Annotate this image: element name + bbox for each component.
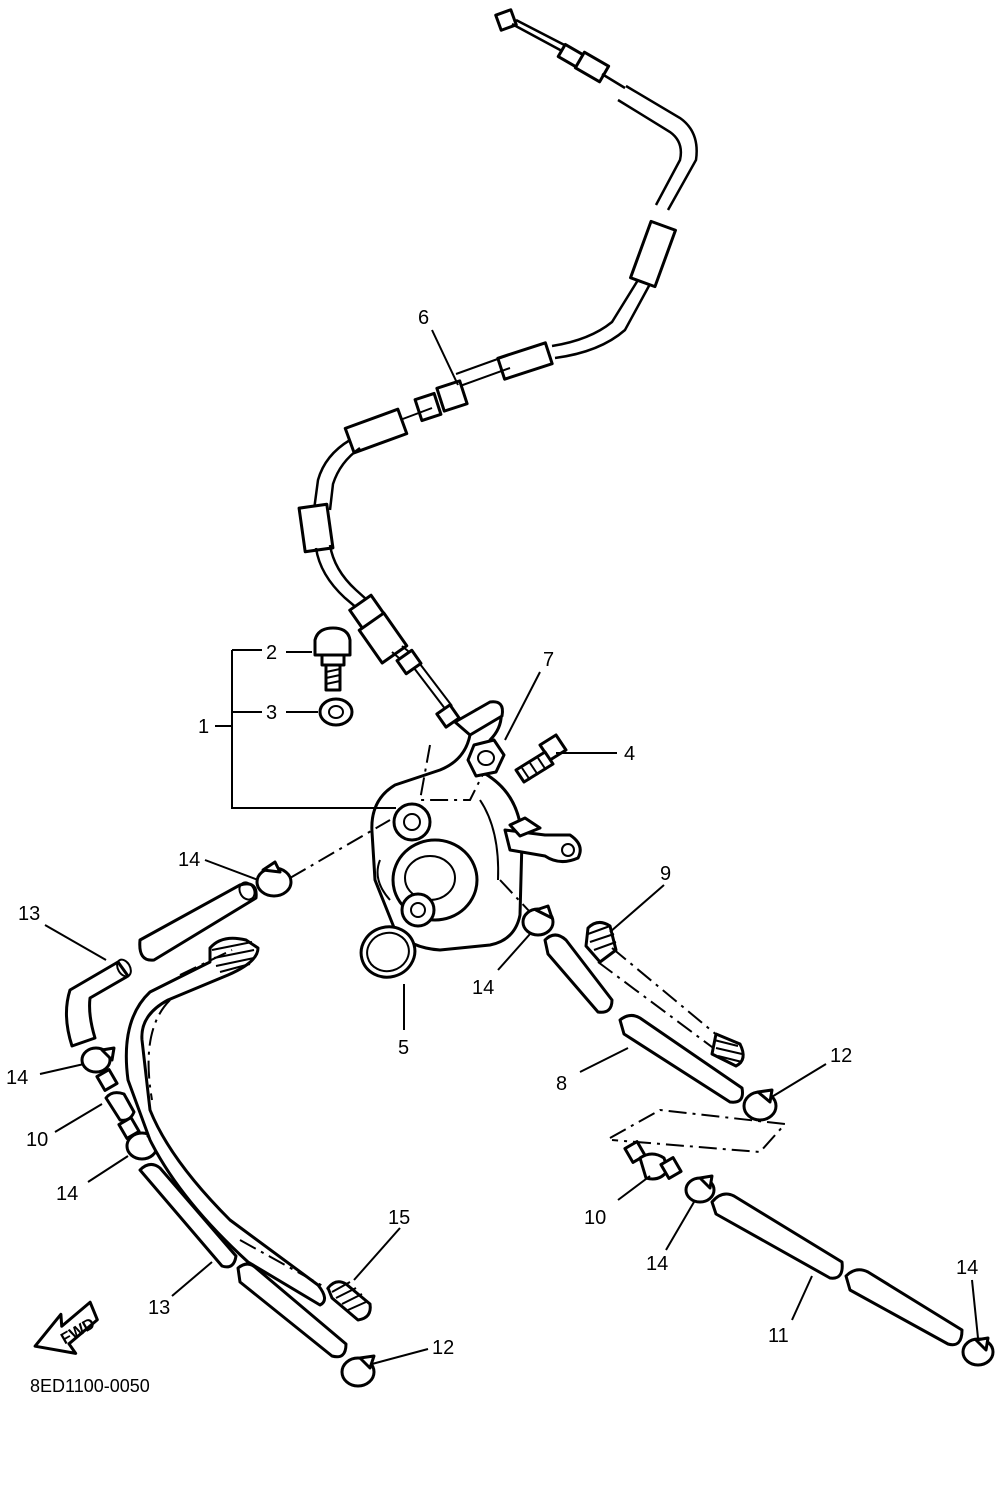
- hose-clamp: [684, 1174, 716, 1204]
- hose-segment: [710, 1192, 844, 1280]
- hose-segment: [138, 881, 258, 962]
- nut: [466, 738, 506, 778]
- hose-segment: [236, 1262, 348, 1359]
- hose-clamp: [340, 1354, 376, 1388]
- banjo-bolt: [313, 626, 352, 692]
- callout-10-left: 10: [26, 1129, 48, 1151]
- callout-7: 7: [543, 649, 554, 671]
- long-hose: [124, 936, 331, 1307]
- forward-direction-arrow-icon: FWD: [33, 1300, 99, 1355]
- elbow-hose: [65, 958, 132, 1048]
- hose-clamp: [521, 904, 555, 937]
- callout-13-bottom: 13: [148, 1297, 170, 1319]
- spring-hose: [584, 921, 745, 1068]
- callout-10-right: 10: [584, 1207, 606, 1229]
- callout-8: 8: [556, 1073, 567, 1095]
- hose-segment: [543, 933, 614, 1014]
- hose-segment: [618, 1013, 744, 1104]
- callout-12-left: 12: [432, 1337, 454, 1359]
- callout-14-left-lower: 14: [56, 1183, 78, 1205]
- callout-2: 2: [266, 642, 277, 664]
- callout-14-left-upper: 14: [6, 1067, 28, 1089]
- hose-clamp: [742, 1088, 778, 1122]
- leader-lines: [39, 329, 979, 1365]
- callout-9: 9: [660, 863, 671, 885]
- hose-segment: [138, 1163, 238, 1269]
- oil-pump-assembly: [370, 700, 582, 952]
- callout-3: 3: [266, 702, 277, 724]
- callout-14-pump-left: 14: [178, 849, 200, 871]
- callout-11: 11: [768, 1325, 789, 1347]
- callout-4: 4: [624, 743, 635, 765]
- hose-spring: [326, 1280, 372, 1322]
- gasket-washer: [318, 697, 354, 727]
- callout-14-right-far: 14: [956, 1257, 978, 1279]
- diagram-code: 8ED1100-0050: [30, 1376, 150, 1396]
- callout-13-top: 13: [18, 903, 40, 925]
- callout-1: 1: [198, 716, 209, 738]
- o-ring: [359, 925, 417, 979]
- callout-6: 6: [418, 307, 429, 329]
- hose-clamp: [255, 860, 293, 898]
- callout-14-pump-right: 14: [472, 977, 494, 999]
- throttle-cable: [297, 8, 698, 729]
- callout-12-right: 12: [830, 1045, 852, 1067]
- hose-clamp: [80, 1046, 116, 1074]
- joint-fitting: [623, 1140, 683, 1181]
- callout-labels: 1 2 3 4 5 6 7 8 9 10 10 11 12 12 13 13 1…: [6, 307, 978, 1359]
- callout-15: 15: [388, 1207, 410, 1229]
- callout-14-right-mid: 14: [646, 1253, 668, 1275]
- bolt: [514, 733, 568, 784]
- callout-5: 5: [398, 1037, 409, 1059]
- hose-clamp: [961, 1336, 995, 1367]
- hose-segment: [844, 1268, 964, 1347]
